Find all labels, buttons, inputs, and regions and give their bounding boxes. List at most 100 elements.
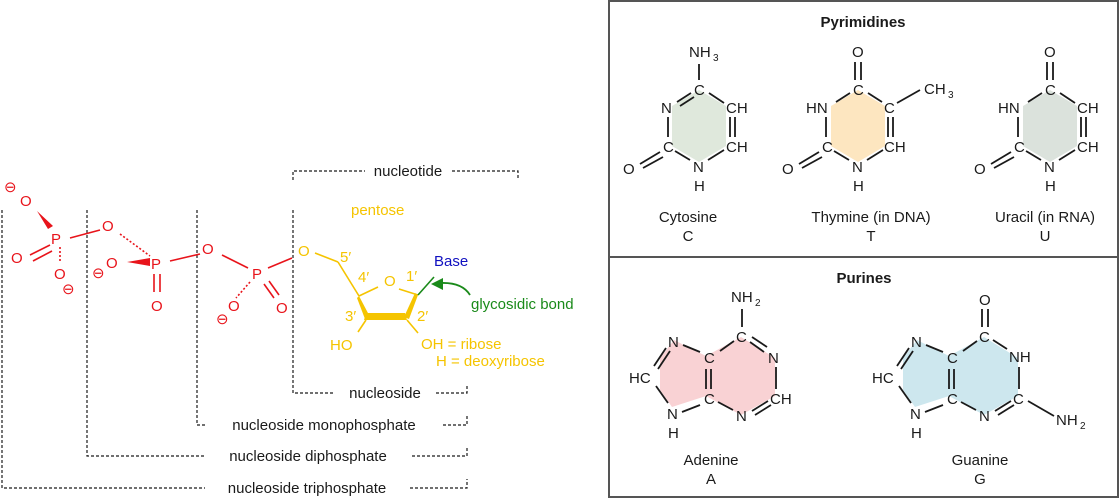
svg-text:N: N	[979, 408, 990, 425]
svg-text:O: O	[852, 44, 864, 61]
uracil-letter: U	[1040, 228, 1051, 245]
pyrimidines-title: Pyrimidines	[820, 14, 905, 31]
minus-charge: ⊖	[4, 179, 17, 196]
svg-text:N: N	[910, 406, 921, 423]
svg-text:C: C	[947, 391, 958, 408]
hydroxyl-3-label: HO	[330, 337, 353, 354]
arrow-icon	[439, 282, 471, 296]
svg-text:C: C	[663, 139, 674, 156]
svg-text:H: H	[911, 425, 922, 442]
svg-text:C: C	[704, 350, 715, 367]
svg-text:HN: HN	[806, 100, 828, 117]
minus-charge: ⊖	[62, 281, 75, 298]
svg-text:O: O	[979, 292, 991, 309]
svg-text:CH: CH	[770, 391, 792, 408]
nucleoside-label: nucleoside	[349, 385, 421, 402]
triphosphate-bracket	[1, 210, 468, 489]
svg-text:C: C	[1014, 139, 1025, 156]
cytosine-name: Cytosine	[659, 209, 717, 226]
svg-text:N: N	[693, 159, 704, 176]
carbon-1-label: 1′	[406, 268, 417, 285]
svg-text:N: N	[768, 350, 779, 367]
svg-text:CH: CH	[1077, 139, 1099, 156]
svg-text:NH: NH	[689, 44, 711, 61]
cytosine-letter: C	[683, 228, 694, 245]
phosphate-groups: ⊖ O P O O ⊖ O P O ⊖ O O P O ⊖ O	[4, 179, 293, 328]
svg-text:HC: HC	[629, 370, 651, 387]
svg-text:O: O	[623, 161, 635, 178]
diphosphate-bracket	[86, 210, 468, 457]
svg-text:H: H	[1045, 178, 1056, 195]
monophosphate-label: nucleoside monophosphate	[232, 417, 415, 434]
svg-text:H: H	[853, 178, 864, 195]
svg-text:N: N	[668, 334, 679, 351]
oxygen-atom: O	[11, 250, 23, 267]
svg-text:HC: HC	[872, 370, 894, 387]
uracil-structure: O C CH CH N H C HN O	[974, 44, 1099, 195]
guanine-structure: O C NH C NH 2 N C C N HC N H	[872, 292, 1086, 442]
svg-text:C: C	[694, 82, 705, 99]
svg-text:C: C	[1045, 82, 1056, 99]
svg-text:CH: CH	[1077, 100, 1099, 117]
minus-charge: ⊖	[216, 311, 229, 328]
svg-text:C: C	[736, 329, 747, 346]
thymine-letter: T	[866, 228, 875, 245]
ring-fill	[672, 90, 726, 162]
svg-text:O: O	[782, 161, 794, 178]
diphosphate-label: nucleoside diphosphate	[229, 448, 387, 465]
thymine-structure: O C C CH 3 CH N H C HN O	[782, 44, 954, 195]
adenine-name: Adenine	[683, 452, 738, 469]
cytosine-structure: NH 3 C CH CH N H C N O	[623, 44, 748, 195]
oxygen-atom: O	[106, 255, 118, 272]
svg-text:HN: HN	[998, 100, 1020, 117]
svg-text:NH: NH	[1009, 349, 1031, 366]
brackets: nucleotide nucleoside nucleoside monopho…	[1, 163, 519, 497]
uracil-name: Uracil (in RNA)	[995, 209, 1095, 226]
svg-text:2: 2	[755, 298, 761, 309]
minus-charge: ⊖	[92, 265, 105, 282]
svg-text:CH: CH	[726, 139, 748, 156]
ribose-note: OH = ribose	[421, 336, 501, 353]
svg-text:C: C	[704, 391, 715, 408]
svg-text:C: C	[947, 350, 958, 367]
svg-text:CH: CH	[884, 139, 906, 156]
triphosphate-label: nucleoside triphosphate	[228, 480, 386, 497]
svg-text:N: N	[667, 406, 678, 423]
svg-text:3: 3	[948, 90, 954, 101]
phosphorus-atom: P	[252, 266, 262, 283]
pentose-sugar: pentose O 5′ 4′ O 1′ 3′ 2′ HO OH = ribos…	[298, 202, 545, 370]
ring-fill	[706, 337, 775, 415]
ring-fill	[1023, 90, 1077, 162]
svg-text:3: 3	[713, 53, 719, 64]
svg-text:H: H	[694, 178, 705, 195]
purines-title: Purines	[836, 270, 891, 287]
nucleoside-bracket	[292, 210, 468, 394]
base-attachment: Base glycosidic bond	[417, 253, 574, 313]
svg-text:N: N	[1044, 159, 1055, 176]
oxygen-atom: O	[102, 218, 114, 235]
nucleotide-bracket	[292, 170, 519, 180]
oxygen-atom: O	[20, 193, 32, 210]
carbon-3-label: 3′	[345, 308, 356, 325]
svg-text:CH: CH	[726, 100, 748, 117]
guanine-name: Guanine	[952, 452, 1009, 469]
svg-text:C: C	[979, 329, 990, 346]
svg-text:N: N	[852, 159, 863, 176]
svg-text:H: H	[668, 425, 679, 442]
wedge-bond	[37, 211, 53, 229]
svg-text:O: O	[974, 161, 986, 178]
ring-fill	[660, 340, 706, 407]
oxygen-atom: O	[298, 243, 310, 260]
oxygen-atom: O	[54, 266, 66, 283]
svg-text:N: N	[736, 408, 747, 425]
purines-panel	[608, 256, 1119, 498]
svg-text:C: C	[1013, 391, 1024, 408]
carbon-5-label: 5′	[340, 249, 351, 266]
phosphorus-atom: P	[51, 231, 61, 248]
pentose-label: pentose	[351, 202, 404, 219]
glycosidic-bond-label: glycosidic bond	[471, 296, 574, 313]
svg-text:NH: NH	[1056, 412, 1078, 429]
carbon-4-label: 4′	[358, 269, 369, 286]
svg-text:CH: CH	[924, 81, 946, 98]
